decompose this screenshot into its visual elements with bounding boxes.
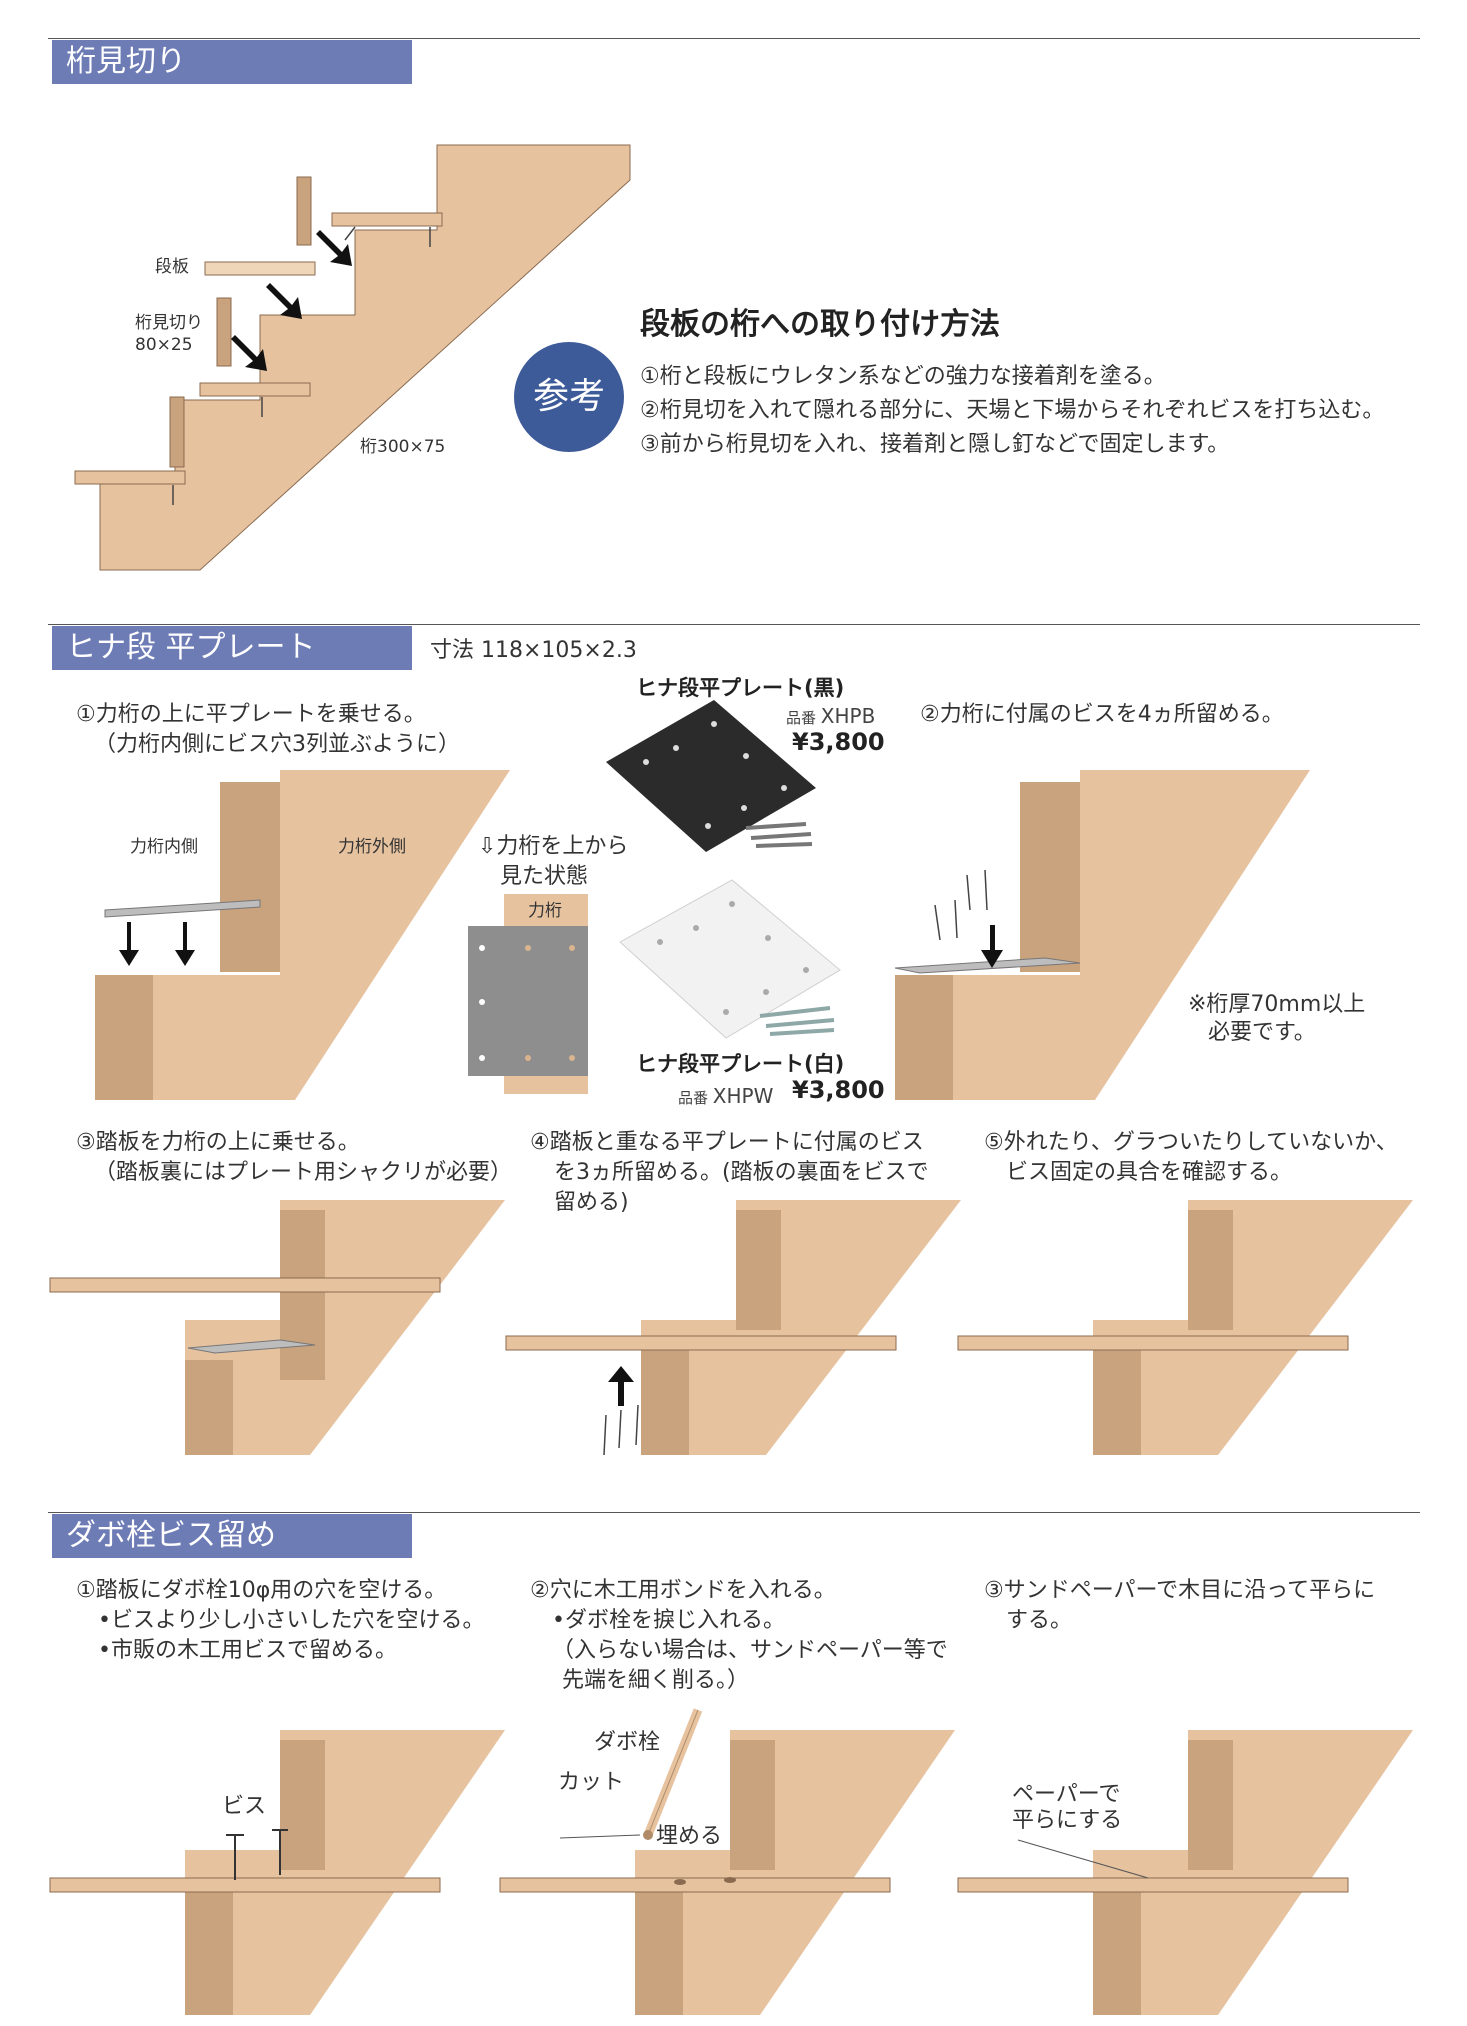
plate-step-5-line2: ビス固定の具合を確認する。	[1006, 1160, 1293, 1185]
black-plate-code-value: XHPB	[820, 704, 876, 728]
dowel-step-1-line1: ①踏板にダボ栓10φ用の穴を空ける。	[76, 1578, 447, 1603]
dowel-step3-diagram	[957, 1730, 1413, 2015]
label-stringer: 桁300×75	[360, 437, 446, 457]
plate-step-1-line2: （力桁内側にビス穴3列並ぶように）	[94, 732, 460, 757]
method-heading: 段板の桁への取り付け方法	[640, 307, 1000, 342]
white-plate-code-label: 品番	[678, 1089, 709, 1107]
inner-stringer-label: 力桁内側	[130, 837, 198, 857]
plate-note-2: 必要です。	[1208, 1020, 1316, 1045]
plate-step-2: ②力桁に付属のビスを4ヵ所留める。	[920, 702, 1284, 727]
plate-step2-diagram	[894, 770, 1310, 1100]
black-plate-price: ¥3,800	[792, 728, 885, 756]
plate-step-4-line2: を3ヵ所留める。(踏板の裏面をビスで	[554, 1160, 929, 1185]
dowel-step-1-line2: •ビスより少し小さいした穴を空ける。	[98, 1608, 485, 1633]
plate-step-5-line1: ⑤外れたり、グラついたりしていないか、	[984, 1130, 1398, 1155]
dowel-step-3-line1: ③サンドペーパーで木目に沿って平らに	[984, 1578, 1376, 1603]
section2-rule	[48, 624, 1420, 625]
method-step-2: ②桁見切を入れて隠れる部分に、天場と下場からそれぞれビスを打ち込む。	[640, 398, 1385, 423]
white-plate-code: 品番 XHPW	[678, 1084, 773, 1108]
chikara-label: 力桁	[528, 901, 562, 921]
label-step-board: 段板	[155, 257, 189, 277]
topview-label-1: ⇩力桁を上から	[478, 834, 629, 859]
label-mikiri: 桁見切り	[135, 313, 203, 333]
dowel-step-2-line4: 先端を細く削る。）	[562, 1668, 750, 1693]
label-screw: ビス	[222, 1794, 267, 1819]
white-plate-price: ¥3,800	[792, 1076, 885, 1104]
black-plate-code: 品番 XHPB	[786, 704, 875, 728]
label-paper-2: 平らにする	[1012, 1808, 1123, 1833]
dowel-step-3-line2: する。	[1006, 1608, 1073, 1633]
dowel-step-2-line1: ②穴に木工用ボンドを入れる。	[530, 1578, 836, 1603]
dowel-step1-diagram	[49, 1730, 505, 2015]
section1-title: 桁見切り	[52, 40, 412, 84]
dowel-step2-diagram	[499, 1708, 955, 2015]
label-dowel: ダボ栓	[594, 1730, 661, 1755]
section1-rule	[48, 38, 1420, 39]
black-plate-image	[606, 700, 816, 852]
outer-stringer-label: 力桁外側	[338, 837, 406, 857]
plate-step5-diagram	[957, 1200, 1413, 1455]
label-paper-1: ペーパーで	[1012, 1782, 1121, 1807]
plate-step-4-line1: ④踏板と重なる平プレートに付属のビス	[530, 1130, 924, 1155]
label-embed: 埋める	[656, 1824, 723, 1849]
plate-step-1-line1: ①力桁の上に平プレートを乗せる。	[76, 702, 426, 727]
section2-title: ヒナ段 平プレート	[52, 626, 412, 670]
topview-diagram	[468, 894, 588, 1094]
dowel-step-2-line3: （入らない場合は、サンドペーパー等で	[552, 1638, 948, 1663]
label-mikiri-size: 80×25	[135, 335, 193, 355]
dowel-step-1-line3: •市販の木工用ビスで留める。	[98, 1638, 397, 1663]
plate-step-3-line1: ③踏板を力桁の上に乗せる。	[76, 1130, 360, 1155]
label-cut: カット	[558, 1770, 625, 1795]
section3-title: ダボ栓ビス留め	[52, 1514, 412, 1558]
method-step-1: ①桁と段板にウレタン系などの強力な接着剤を塗る。	[640, 364, 1166, 389]
stair-mikiri-diagram	[74, 144, 631, 571]
dowel-step-2-line2: •ダボ栓を捩じ入れる。	[552, 1608, 785, 1633]
white-plate-name: ヒナ段平プレート(白)	[636, 1052, 845, 1076]
plate-step1-diagram	[95, 770, 510, 1100]
plate-step4-diagram	[505, 1200, 961, 1456]
plate-step-3-line2: （踏板裏にはプレート用シャクリが必要）	[94, 1160, 513, 1185]
reference-badge: 参考	[514, 342, 624, 452]
section3-rule	[48, 1512, 1420, 1513]
plate-note-1: ※桁厚70mm以上	[1188, 992, 1366, 1017]
black-plate-name: ヒナ段平プレート(黒)	[636, 676, 845, 700]
plate-step3-diagram	[49, 1200, 505, 1455]
method-step-3: ③前から桁見切を入れ、接着剤と隠し釘などで固定します。	[640, 432, 1230, 457]
topview-label-2: 見た状態	[500, 864, 589, 889]
white-plate-code-value: XHPW	[712, 1084, 774, 1108]
plate-dimension: 寸法 118×105×2.3	[430, 638, 637, 663]
black-plate-code-label: 品番	[786, 709, 817, 727]
plate-step-4-line3: 留める)	[554, 1190, 629, 1215]
white-plate-image	[619, 879, 841, 1039]
